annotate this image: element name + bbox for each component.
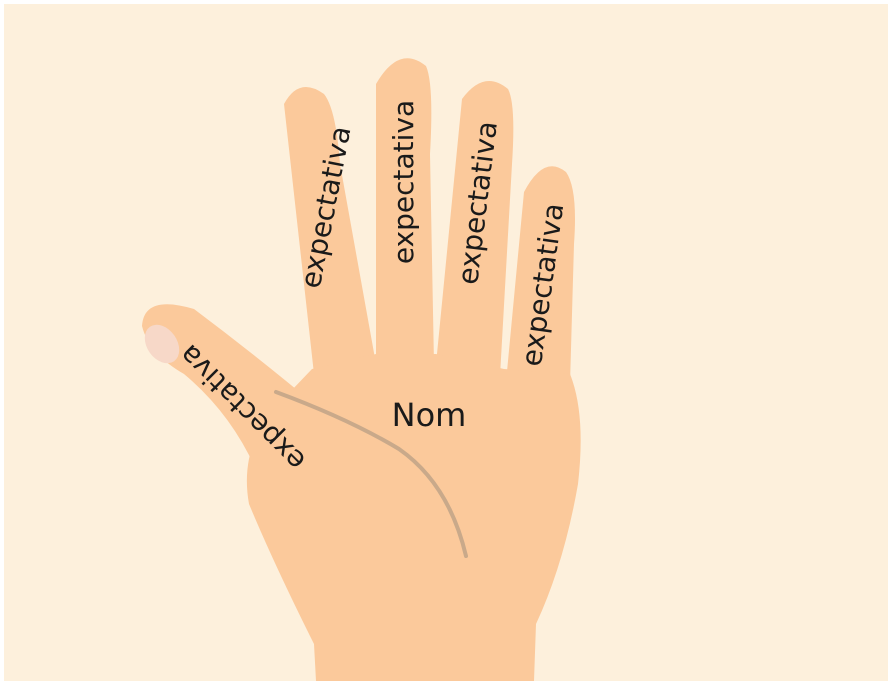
palm-label: Nom	[392, 396, 467, 434]
hand-diagram: expectativa expectativa expectativa expe…	[4, 4, 888, 681]
middle-label: expectativa	[387, 100, 420, 264]
diagram-canvas: expectativa expectativa expectativa expe…	[4, 4, 888, 681]
